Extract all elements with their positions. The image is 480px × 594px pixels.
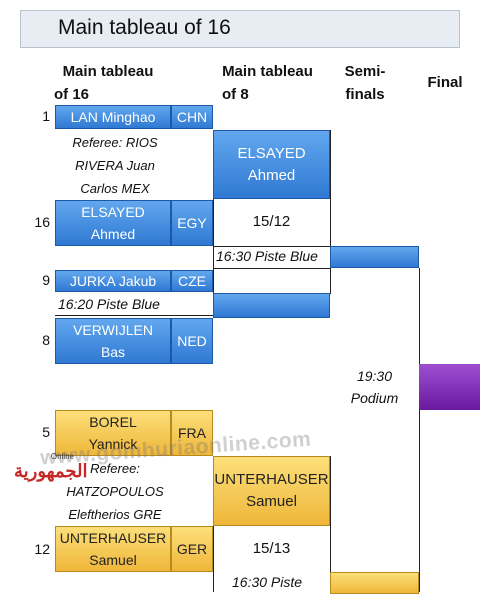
- header-tableau-8-line1: Main tableau: [222, 63, 313, 80]
- header-tableau-16: Main tableau of 16: [48, 60, 168, 106]
- fencer-lan-minghao[interactable]: LAN Minghao: [55, 105, 171, 129]
- fencer-borel-line2: Yannick: [88, 436, 138, 452]
- seed-1: 1: [42, 108, 50, 124]
- semi-schedule: 19:30 Podium: [330, 365, 419, 409]
- logo-main: الجمهورية: [14, 461, 88, 481]
- time-bout-t8-1: 16:30 Piste Blue: [216, 248, 318, 264]
- header-tableau-16-line1: Main tableau: [62, 63, 154, 80]
- country-chn: CHN: [171, 105, 213, 129]
- page-title: Main tableau of 16: [58, 16, 231, 39]
- score-bout3: 15/13: [252, 540, 291, 557]
- time-bout-t8-3: 16:30 Piste: [232, 574, 303, 590]
- semi-time: 19:30: [356, 368, 393, 384]
- t8-winner-line2: Ahmed: [247, 166, 296, 184]
- header-tableau-8-line2: of 8: [222, 86, 249, 103]
- bracket-line: [330, 456, 331, 592]
- header-tableau-8: Main tableau of 8: [210, 60, 325, 106]
- fencer-elsayed-ahmed[interactable]: ELSAYED Ahmed: [55, 200, 171, 246]
- seed-12: 12: [34, 541, 50, 557]
- referee-bout3-line2: HATZOPOULOS: [66, 484, 164, 499]
- fencer-unterhauser-samuel[interactable]: UNTERHAUSER Samuel: [55, 526, 171, 572]
- bracket-line: [213, 526, 214, 592]
- fencer-jurka-jakub[interactable]: JURKA Jakub: [55, 270, 171, 292]
- logo: Online الجمهورية: [14, 452, 88, 496]
- t8-winner3-line1: UNTERHAUSER: [214, 471, 329, 488]
- country-ned: NED: [171, 318, 213, 364]
- country-cze: CZE: [171, 270, 213, 292]
- seed-9: 9: [42, 272, 50, 288]
- t8-winner3-line2: Samuel: [246, 493, 297, 510]
- semi-slot-1[interactable]: [330, 246, 419, 268]
- referee-bout3: Referee: HATZOPOULOS Eleftherios GRE: [55, 457, 175, 526]
- referee-bout1-line2: RIVERA Juan: [75, 158, 155, 173]
- fencer-elsayed-line1: ELSAYED: [81, 204, 145, 220]
- header-semifinals-line1: Semi-: [344, 63, 386, 80]
- bracket-line: [419, 268, 420, 592]
- fencer-unterhauser-line2: Samuel: [89, 552, 137, 568]
- score-bout1: 15/12: [252, 213, 291, 230]
- fencer-borel-line1: BOREL: [89, 414, 137, 430]
- header-tableau-16-line2: of 16: [54, 86, 90, 103]
- time-bout-2: 16:20 Piste Blue: [58, 296, 160, 312]
- referee-bout3-line1: Referee:: [90, 461, 140, 476]
- country-fra: FRA: [171, 410, 213, 456]
- country-ger: GER: [171, 526, 213, 572]
- seed-8: 8: [42, 332, 50, 348]
- referee-bout1-line1: Referee: RIOS: [72, 135, 158, 150]
- fencer-borel-yannick[interactable]: BOREL Yannick: [55, 410, 171, 456]
- t8-slot-2[interactable]: [213, 293, 330, 318]
- seed-16: 16: [34, 214, 50, 230]
- t8-winner-unterhauser[interactable]: UNTERHAUSER Samuel: [213, 456, 330, 526]
- fencer-verwijlen-line2: Bas: [100, 344, 126, 360]
- referee-bout1-line3: Carlos MEX: [80, 181, 150, 196]
- seed-5: 5: [42, 424, 50, 440]
- fencer-verwijlen-bas[interactable]: VERWIJLEN Bas: [55, 318, 171, 364]
- semi-place: Podium: [350, 390, 399, 406]
- header-final: Final: [427, 74, 463, 91]
- fencer-elsayed-line2: Ahmed: [90, 226, 136, 242]
- country-egy: EGY: [171, 200, 213, 246]
- referee-bout3-line3: Eleftherios GRE: [68, 507, 162, 522]
- bracket-line: [55, 315, 213, 316]
- t8-winner-line1: ELSAYED: [237, 144, 306, 162]
- final-slot[interactable]: [419, 364, 480, 410]
- fencer-verwijlen-line1: VERWIJLEN: [73, 322, 153, 338]
- semi-slot-2[interactable]: [330, 572, 419, 594]
- header-semifinals: Semi- finals: [330, 60, 400, 106]
- logo-top: Online: [50, 452, 74, 461]
- header-semifinals-line2: finals: [345, 86, 385, 103]
- fencer-unterhauser-line1: UNTERHAUSER: [59, 530, 167, 546]
- bracket-line: [213, 268, 330, 269]
- t8-winner-elsayed[interactable]: ELSAYED Ahmed: [213, 130, 330, 199]
- bracket-line: [330, 130, 331, 294]
- title-bar: [20, 10, 460, 48]
- bracket-line: [213, 246, 330, 247]
- referee-bout1: Referee: RIOS RIVERA Juan Carlos MEX: [55, 131, 175, 200]
